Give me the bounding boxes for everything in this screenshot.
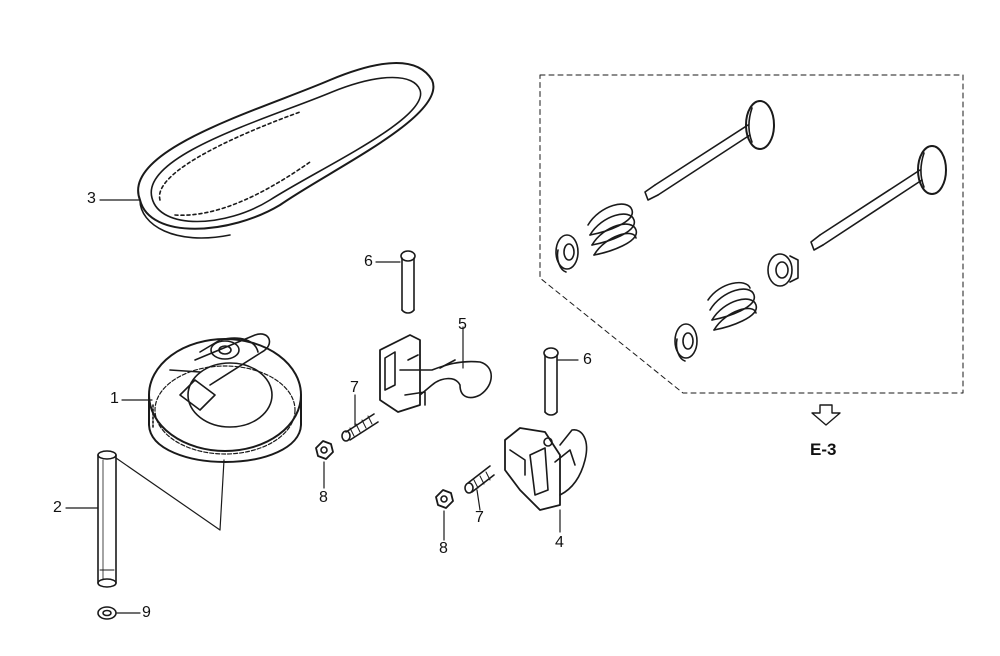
valve-spring-upper (587, 203, 637, 256)
pin-upper (400, 250, 416, 314)
valve-lower (810, 145, 947, 251)
callout-7-upper: 7 (350, 379, 359, 396)
spring-retainer-lower (674, 323, 698, 362)
adjusting-screw-upper (341, 413, 379, 442)
callout-6-lower: 6 (583, 351, 592, 368)
adjusting-screw-lower (464, 465, 495, 494)
callout-8-upper: 8 (319, 489, 328, 506)
reference-arrow-icon (811, 404, 841, 426)
callout-4: 4 (555, 534, 564, 551)
rocker-arm-5 (379, 334, 493, 413)
callout-6-upper: 6 (364, 253, 373, 270)
camshaft-pulley (148, 333, 302, 463)
washer (97, 606, 117, 620)
rocker-arm-4 (504, 427, 588, 511)
callout-8-lower: 8 (439, 540, 448, 557)
callout-3: 3 (87, 190, 96, 207)
callout-7-lower: 7 (475, 509, 484, 526)
callout-9: 9 (142, 604, 151, 621)
callout-1: 1 (110, 390, 119, 407)
pin-lower (543, 347, 559, 416)
leader-lines (65, 199, 579, 614)
valve-stem-seal (767, 253, 799, 287)
valve-spring-lower (707, 281, 757, 331)
nut-lower (435, 489, 454, 509)
callout-2: 2 (53, 499, 62, 516)
camshaft-shaft (97, 450, 225, 588)
callout-5: 5 (458, 316, 467, 333)
valve-upper (644, 100, 775, 201)
valve-assembly-group (539, 74, 964, 394)
timing-belt (137, 62, 435, 239)
section-reference-label: E-3 (810, 440, 837, 459)
spring-retainer-upper (555, 234, 579, 273)
nut-upper (315, 440, 334, 460)
